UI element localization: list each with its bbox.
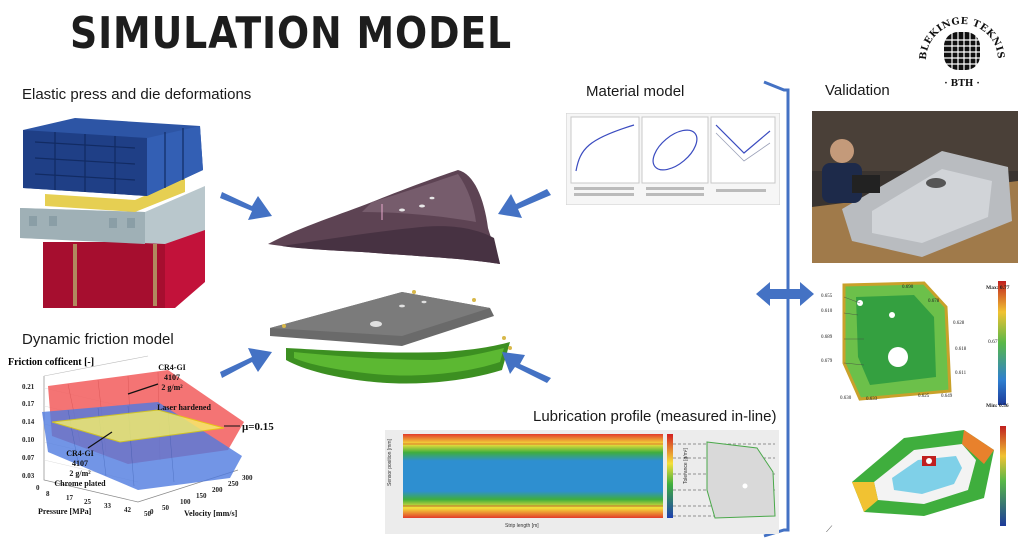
scan-value: 0.625 <box>918 394 930 399</box>
label-laser-line: CR4-GI <box>158 363 186 372</box>
corner-mark: ⟋ <box>826 524 833 534</box>
heading-validation: Validation <box>825 82 890 99</box>
xtick: 25 <box>84 498 92 506</box>
scan-min: Min: 0.56 <box>986 403 1009 409</box>
arrow-lubrication-to-model <box>502 352 551 383</box>
xtick: 8 <box>46 490 50 498</box>
friction-ylabel: Friction cofficent [-] <box>8 357 94 368</box>
ytick: 0.21 <box>22 383 35 391</box>
arrow-press-to-model <box>220 192 272 220</box>
heading-material: Material model <box>586 83 685 100</box>
scan-max: Max: 0.77 <box>986 285 1010 291</box>
ytick: 0.10 <box>22 436 35 444</box>
validation-deviation-part <box>852 426 1006 526</box>
model-bracket <box>763 80 790 538</box>
ztick: 200 <box>212 486 223 494</box>
scan-value: 0.618 <box>955 347 967 352</box>
deformed-part-bottom <box>270 290 512 384</box>
press-die-model <box>20 118 205 308</box>
scan-value: 0.628 <box>953 321 965 326</box>
arrow-material-to-model <box>498 189 551 218</box>
scan-value: 0.689 <box>821 335 833 340</box>
label-chrome-line: 2 g/m² <box>69 469 91 478</box>
xtick: 50 <box>144 510 152 518</box>
arrow-model-to-validation <box>756 282 814 306</box>
svg-text:· BTH ·: · BTH · <box>944 79 979 89</box>
scan-value: 0.633 <box>866 397 878 402</box>
ytick: 0.03 <box>22 472 35 480</box>
xtick: 0 <box>36 484 40 492</box>
ztick: 50 <box>162 504 170 512</box>
scan-value: 0.611 <box>955 371 967 376</box>
heading-friction: Dynamic friction model <box>22 331 174 348</box>
scan-value: 0.610 <box>821 309 833 314</box>
ztick: 150 <box>196 492 207 500</box>
scan-value: 0.690 <box>902 285 914 290</box>
lub-cblabel: Tolerance [g/m²] <box>683 448 689 484</box>
label-laser-line: 2 g/m² <box>161 383 183 392</box>
mu-label: μ=0.15 <box>242 421 274 433</box>
ytick: 0.14 <box>22 418 35 426</box>
page-title: SIMULATION MODEL <box>70 8 513 59</box>
scan-value: 0.630 <box>840 396 852 401</box>
ytick: 0.07 <box>22 454 35 462</box>
ytick: 0.17 <box>22 400 35 408</box>
label-chrome-line: Chrome plated <box>54 479 106 488</box>
xtick: 33 <box>104 502 112 510</box>
xtick: 17 <box>66 494 74 502</box>
label-chrome-line: CR4-GI <box>66 449 94 458</box>
heading-lubrication: Lubrication profile (measured in-line) <box>533 408 777 425</box>
scan-value: 0.679 <box>821 359 833 364</box>
validation-scan: Max: 0.77 Min: 0.56 0.67 0.690 0.655 0.6… <box>814 273 1020 413</box>
lub-xlabel: Strip length [m] <box>505 523 539 529</box>
bth-logo: BLEKINGE TEKNISKA HÖGSKOLA · BTH · <box>904 0 1006 89</box>
scan-value: 0.649 <box>941 394 953 399</box>
ztick: 300 <box>242 474 253 482</box>
label-laser-line: Laser hardened <box>157 403 211 412</box>
scan-value: 0.655 <box>821 294 833 299</box>
lubrication-heatmap: Sensor position [mm] Strip length [m] To… <box>385 430 779 534</box>
scan-mid: 0.67 <box>988 339 998 345</box>
friction-surface-plot: Friction cofficent [-] 0.21 0.17 0.14 0.… <box>8 355 274 518</box>
label-laser-line: 4107 <box>164 373 180 382</box>
xtick: 42 <box>124 506 132 514</box>
ztick: 100 <box>180 498 191 506</box>
lub-ylabel: Sensor position [mm] <box>387 438 393 486</box>
ztick: 0 <box>150 508 154 516</box>
label-chrome-line: 4107 <box>72 459 88 468</box>
xlabel: Pressure [MPa] <box>38 507 92 516</box>
deformed-part-top <box>268 170 500 264</box>
material-model-plots <box>566 113 780 205</box>
validation-photo <box>812 111 1018 263</box>
zlabel: Velocity [mm/s] <box>184 509 238 518</box>
ztick: 250 <box>228 480 239 488</box>
arrow-friction-to-model <box>220 348 272 378</box>
scan-value: 0.678 <box>928 299 940 304</box>
heading-elastic: Elastic press and die deformations <box>22 86 252 103</box>
